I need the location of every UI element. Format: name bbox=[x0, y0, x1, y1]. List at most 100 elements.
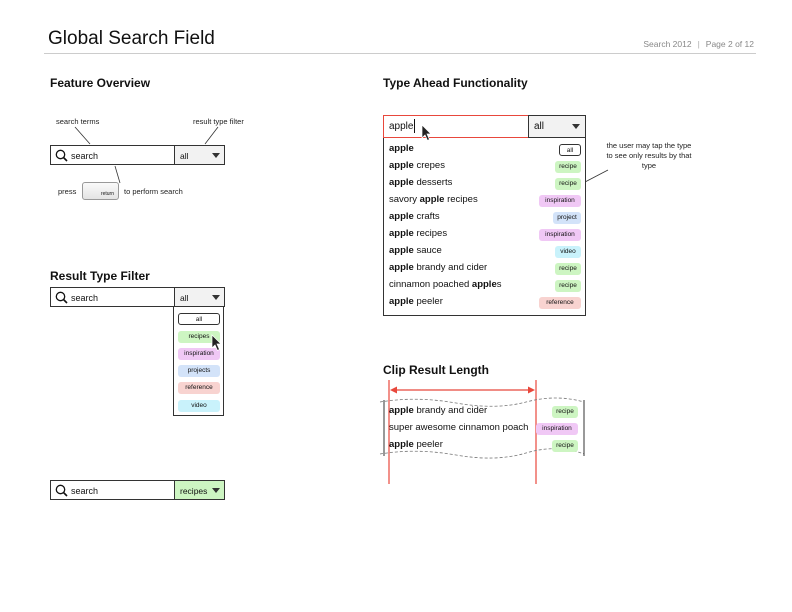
chevron-down-icon bbox=[212, 295, 220, 300]
list-item[interactable]: apple peeler bbox=[389, 296, 443, 307]
search-placeholder: search bbox=[71, 293, 99, 303]
list-item[interactable]: apple crafts bbox=[389, 211, 440, 222]
chevron-down-icon bbox=[572, 124, 580, 129]
result-text: recipes bbox=[444, 194, 478, 205]
search-icon bbox=[55, 484, 68, 497]
list-item[interactable]: savory apple recipes bbox=[389, 194, 478, 205]
text-caret bbox=[414, 119, 415, 133]
selected-filter-dropdown[interactable]: recipes bbox=[174, 480, 225, 500]
search-icon bbox=[55, 149, 68, 162]
typeahead-filter-dropdown[interactable]: all bbox=[528, 115, 586, 138]
result-text: peeler bbox=[413, 439, 443, 450]
match-text: apple bbox=[389, 211, 414, 222]
selected-search-input[interactable]: search recipes bbox=[50, 480, 225, 500]
list-item[interactable]: super awesome cinnamon poach bbox=[389, 422, 535, 433]
type-tag-all[interactable]: all bbox=[559, 144, 581, 156]
filter-value: all bbox=[534, 121, 545, 132]
page-info: Search 2012|Page 2 of 12 bbox=[643, 39, 754, 49]
result-text: recipes bbox=[413, 228, 448, 239]
typeahead-panel: apple all apple all apple crepes recipe appl… bbox=[383, 115, 586, 316]
result-text: crepes bbox=[413, 160, 445, 171]
list-item[interactable]: apple brandy and cider bbox=[389, 262, 487, 273]
result-type-filter-label: result type filter bbox=[193, 117, 244, 126]
match-text: apple bbox=[389, 143, 414, 154]
result-text: super awesome cinnamon poach bbox=[389, 422, 529, 433]
type-tag-project[interactable]: project bbox=[553, 212, 581, 224]
type-tag-inspiration[interactable]: inspiration bbox=[539, 195, 581, 207]
type-ahead-heading: Type Ahead Functionality bbox=[383, 76, 528, 90]
list-item[interactable]: apple crepes bbox=[389, 160, 445, 171]
result-text: savory bbox=[389, 194, 420, 205]
filter-menu: all recipes inspiration projects referen… bbox=[173, 306, 224, 416]
result-text: brandy and cider bbox=[413, 262, 488, 273]
search-placeholder: search bbox=[71, 486, 99, 496]
filter-search-input[interactable]: search all bbox=[50, 287, 225, 307]
clip-result-heading: Clip Result Length bbox=[383, 363, 489, 377]
type-tag-recipe[interactable]: recipe bbox=[555, 280, 581, 292]
mouse-cursor-icon bbox=[421, 124, 432, 141]
list-item[interactable]: apple sauce bbox=[389, 245, 442, 256]
typeahead-input-value: apple bbox=[389, 121, 414, 132]
list-item[interactable]: apple brandy and cider bbox=[389, 405, 535, 416]
return-key[interactable]: return bbox=[82, 182, 119, 200]
match-text: apple bbox=[419, 194, 445, 205]
result-text: s bbox=[496, 279, 502, 290]
type-tap-note: the user may tap the type to see only re… bbox=[606, 141, 692, 170]
doc-name: Search 2012 bbox=[643, 39, 692, 49]
menu-item-projects[interactable]: projects bbox=[178, 365, 220, 377]
type-tag-recipe[interactable]: recipe bbox=[552, 440, 578, 452]
menu-item-inspiration[interactable]: inspiration bbox=[178, 348, 220, 360]
search-terms-label: search terms bbox=[56, 117, 100, 126]
type-tag-recipe[interactable]: recipe bbox=[555, 161, 581, 173]
menu-item-recipes[interactable]: recipes bbox=[178, 331, 220, 343]
type-tag-video[interactable]: video bbox=[555, 246, 581, 258]
list-item[interactable]: cinnamon poached apples bbox=[389, 279, 501, 290]
search-placeholder: search bbox=[71, 151, 99, 161]
result-text: peeler bbox=[413, 296, 443, 307]
perform-search-label: to perform search bbox=[124, 187, 183, 196]
result-type-filter-heading: Result Type Filter bbox=[50, 269, 150, 283]
press-label: press bbox=[58, 187, 77, 196]
match-text: apple bbox=[389, 405, 414, 416]
list-item[interactable]: apple bbox=[389, 143, 414, 154]
type-tag-recipe[interactable]: recipe bbox=[555, 263, 581, 275]
page-title: Global Search Field bbox=[48, 28, 215, 49]
overview-filter-dropdown[interactable]: all bbox=[174, 145, 225, 165]
type-tag-inspiration[interactable]: inspiration bbox=[539, 229, 581, 241]
match-text: apple bbox=[389, 439, 414, 450]
result-text: desserts bbox=[413, 177, 453, 188]
result-text: sauce bbox=[413, 245, 442, 256]
menu-item-reference[interactable]: reference bbox=[178, 382, 220, 394]
filter-value: all bbox=[180, 293, 189, 303]
match-text: apple bbox=[389, 160, 414, 171]
result-text: brandy and cider bbox=[413, 405, 488, 416]
type-tag-reference[interactable]: reference bbox=[539, 297, 581, 309]
mouse-cursor-icon bbox=[211, 334, 222, 351]
overview-search-input[interactable]: search all bbox=[50, 145, 225, 165]
match-text: apple bbox=[389, 245, 414, 256]
menu-item-all[interactable]: all bbox=[178, 313, 220, 325]
type-tag-recipe[interactable]: recipe bbox=[555, 178, 581, 190]
filter-dropdown-open[interactable]: all bbox=[174, 287, 225, 307]
match-text: apple bbox=[389, 228, 414, 239]
type-tag-inspiration[interactable]: inspiration bbox=[536, 423, 578, 435]
result-text: cinnamon poached bbox=[389, 279, 472, 290]
match-text: apple bbox=[389, 296, 414, 307]
match-text: apple bbox=[389, 262, 414, 273]
typeahead-input[interactable]: apple bbox=[383, 115, 529, 138]
match-text: apple bbox=[389, 177, 414, 188]
list-item[interactable]: apple peeler bbox=[389, 439, 535, 450]
list-item[interactable]: apple recipes bbox=[389, 228, 447, 239]
match-text: apple bbox=[471, 279, 497, 290]
header-divider bbox=[44, 53, 756, 54]
page-separator: | bbox=[697, 39, 700, 49]
search-icon bbox=[55, 291, 68, 304]
chevron-down-icon bbox=[212, 488, 220, 493]
result-text: crafts bbox=[413, 211, 440, 222]
return-key-label: return bbox=[100, 191, 114, 197]
list-item[interactable]: apple desserts bbox=[389, 177, 452, 188]
menu-item-video[interactable]: video bbox=[178, 400, 220, 412]
chevron-down-icon bbox=[212, 153, 220, 158]
type-tag-recipe[interactable]: recipe bbox=[552, 406, 578, 418]
